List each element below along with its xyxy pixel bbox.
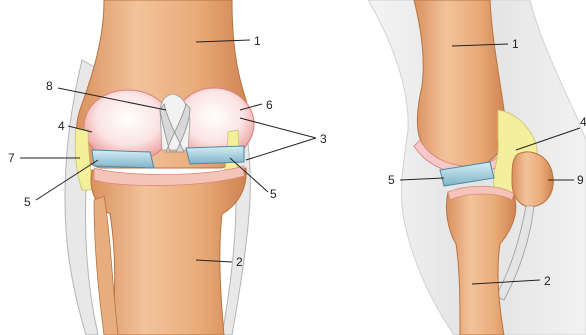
label-4-side: 4 — [580, 115, 586, 129]
label-6: 6 — [266, 98, 273, 112]
label-2-tibia-side: 2 — [544, 274, 551, 288]
label-7: 7 — [8, 151, 15, 165]
label-8-cruciate-ligament: 8 — [46, 79, 53, 93]
meniscus-lateral — [186, 146, 244, 164]
label-3-articular-cartilage: 3 — [320, 132, 327, 146]
label-1-femur: 1 — [254, 34, 261, 48]
side-view: 1 2 4 5 9 — [368, 0, 586, 335]
label-1-femur-side: 1 — [512, 37, 519, 51]
meniscus-medial — [92, 150, 154, 168]
label-5-meniscus-right: 5 — [270, 187, 277, 201]
label-4-collateral-ligament: 4 — [58, 119, 65, 133]
front-view: 1 2 3 4 5 5 6 7 8 — [8, 0, 327, 335]
label-2-tibia: 2 — [236, 255, 243, 269]
femur-side — [414, 0, 506, 167]
label-9-patella: 9 — [577, 173, 584, 187]
label-5-meniscus-side: 5 — [388, 173, 395, 187]
label-5-meniscus-left: 5 — [24, 195, 31, 209]
